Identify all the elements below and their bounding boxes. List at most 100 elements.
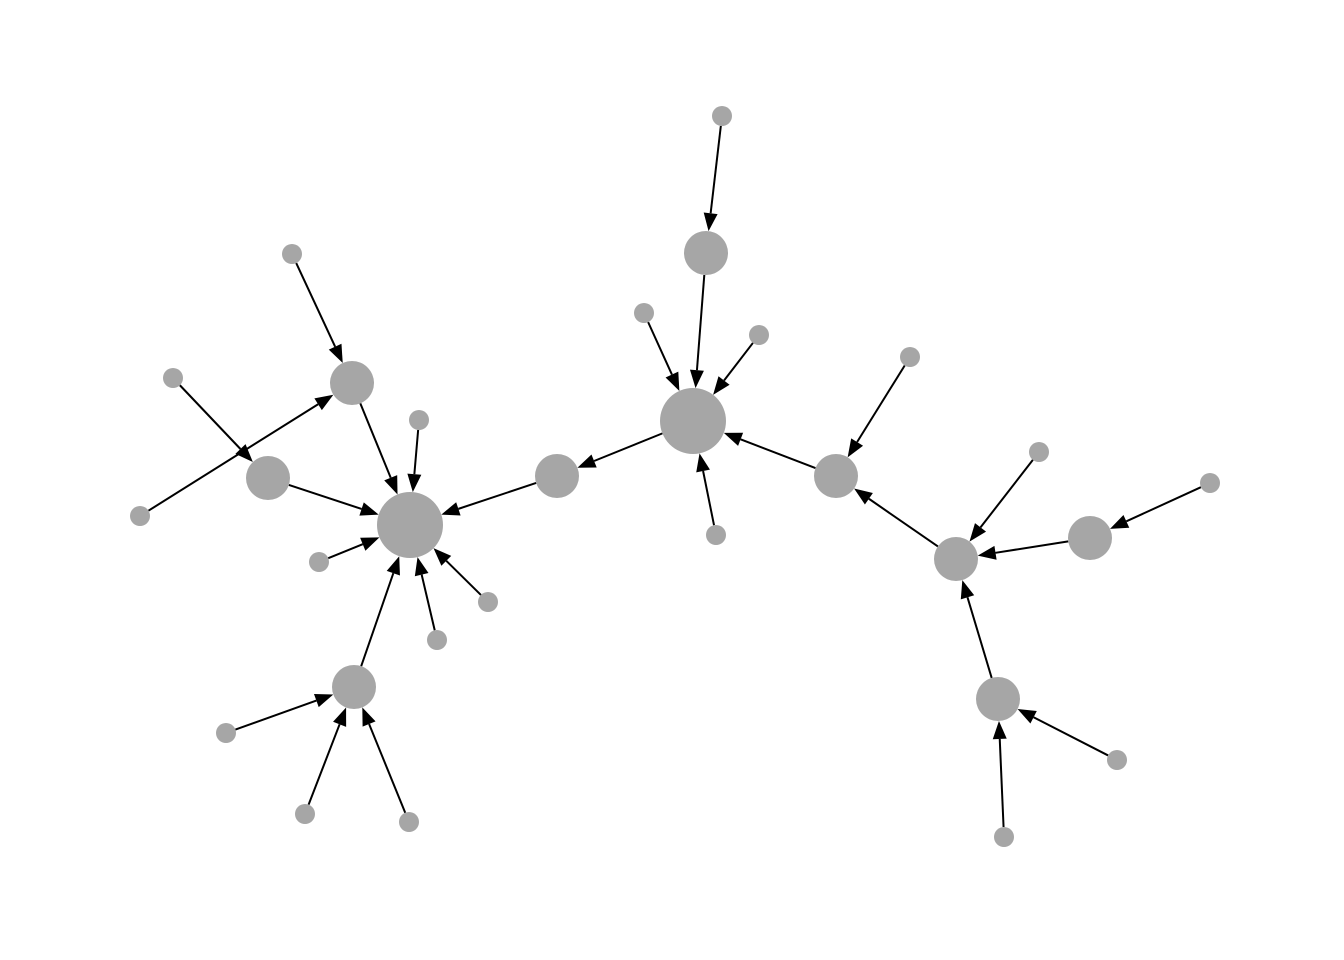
edge-line bbox=[445, 560, 482, 596]
arrow-head bbox=[235, 444, 253, 463]
edge-n9-to-n0 bbox=[407, 429, 422, 493]
arrow-head bbox=[1017, 709, 1037, 724]
edge-line bbox=[359, 402, 392, 479]
graph-node-n4 bbox=[332, 665, 376, 709]
graph-node-n0 bbox=[377, 492, 443, 558]
edge-n19-to-n15 bbox=[703, 125, 722, 232]
arrow-head bbox=[960, 580, 975, 600]
nodes-layer bbox=[130, 106, 1220, 847]
arrow-head bbox=[847, 438, 864, 458]
arrow-head bbox=[384, 475, 398, 495]
arrow-head bbox=[333, 707, 347, 727]
edge-n4-to-n0 bbox=[360, 556, 400, 667]
arrow-head bbox=[314, 394, 334, 411]
arrow-head bbox=[360, 537, 380, 551]
arrow-head bbox=[703, 212, 718, 232]
arrow-head bbox=[689, 369, 704, 389]
graph-node-n3 bbox=[535, 454, 579, 498]
arrow-head bbox=[665, 371, 680, 391]
edge-n20-to-n14 bbox=[723, 432, 816, 470]
edge-line bbox=[420, 574, 436, 631]
edge-n15-to-n14 bbox=[689, 274, 706, 389]
edge-line bbox=[966, 597, 993, 679]
graph-node-n26 bbox=[976, 677, 1020, 721]
graph-node-n25 bbox=[1200, 473, 1220, 493]
graph-node-n27 bbox=[1107, 750, 1127, 770]
graph-node-n7 bbox=[282, 244, 302, 264]
edge-n24-to-n22 bbox=[977, 540, 1069, 560]
graph-node-n22 bbox=[934, 537, 978, 581]
edge-n13-to-n4 bbox=[307, 707, 347, 806]
graph-node-n2 bbox=[330, 361, 374, 405]
edge-line bbox=[695, 274, 706, 371]
edge-n27-to-n26 bbox=[1017, 709, 1109, 757]
edge-n5-to-n1 bbox=[179, 384, 253, 463]
arrow-head bbox=[433, 548, 452, 566]
graph-node-n1 bbox=[246, 456, 290, 500]
edge-n22-to-n20 bbox=[854, 488, 939, 548]
graph-node-n15 bbox=[684, 231, 728, 275]
edge-line bbox=[593, 432, 663, 462]
edge-line bbox=[723, 342, 754, 382]
edge-line bbox=[998, 738, 1005, 828]
edge-n26-to-n22 bbox=[960, 580, 993, 679]
graph-node-n23 bbox=[1029, 442, 1049, 462]
arrow-head bbox=[414, 557, 429, 577]
arrow-head bbox=[723, 432, 744, 446]
graph-node-n4b bbox=[399, 812, 419, 832]
graph-node-n18 bbox=[706, 525, 726, 545]
edge-line bbox=[179, 384, 242, 450]
edge-line bbox=[295, 262, 337, 348]
edge-line bbox=[307, 723, 341, 806]
graph-node-n21 bbox=[900, 347, 920, 367]
graph-node-n10 bbox=[309, 552, 329, 572]
edge-line bbox=[740, 438, 816, 470]
edge-line bbox=[1125, 486, 1202, 523]
edge-n28-to-n26 bbox=[992, 720, 1007, 828]
edge-n17-to-n14 bbox=[713, 342, 754, 395]
arrow-head bbox=[407, 473, 422, 493]
arrow-head bbox=[386, 556, 400, 576]
edge-n25-to-n24 bbox=[1109, 486, 1202, 529]
edge-line bbox=[327, 543, 364, 560]
arrow-head bbox=[854, 488, 873, 505]
arrow-head bbox=[977, 545, 997, 560]
edge-n18-to-n14 bbox=[696, 453, 716, 526]
edge-line bbox=[147, 403, 319, 512]
graph-node-n14 bbox=[660, 388, 726, 454]
edge-line bbox=[288, 483, 362, 510]
edge-n14-to-n3 bbox=[577, 432, 663, 468]
arrow-head bbox=[992, 720, 1007, 740]
graph-node-n28 bbox=[994, 827, 1014, 847]
edge-n12-to-n0 bbox=[414, 557, 436, 631]
edge-n4b-to-n4 bbox=[362, 707, 407, 814]
edge-line bbox=[995, 540, 1069, 554]
graph-node-n6 bbox=[130, 506, 150, 526]
edge-n7-to-n2 bbox=[295, 262, 343, 364]
graph-node-n9 bbox=[409, 410, 429, 430]
arrow-head bbox=[577, 454, 597, 468]
edge-line bbox=[647, 321, 673, 375]
edge-line bbox=[368, 723, 407, 814]
edge-line bbox=[458, 482, 537, 510]
graph-node-n20 bbox=[814, 454, 858, 498]
edge-n21-to-n20 bbox=[847, 364, 906, 458]
edges-layer bbox=[147, 125, 1202, 828]
edge-n23-to-n22 bbox=[969, 459, 1034, 542]
graph-node-n13 bbox=[295, 804, 315, 824]
edge-n1-to-n0 bbox=[288, 483, 379, 516]
edge-n6-to-n2 bbox=[147, 394, 334, 512]
arrow-head bbox=[713, 376, 730, 395]
graph-node-n17 bbox=[749, 325, 769, 345]
edge-n10-to-n0 bbox=[327, 537, 380, 560]
edge-line bbox=[235, 699, 317, 731]
graph-node-n5 bbox=[163, 368, 183, 388]
graph-node-n8 bbox=[216, 723, 236, 743]
edge-line bbox=[709, 125, 722, 214]
arrow-head bbox=[359, 502, 379, 516]
graph-node-n12 bbox=[427, 630, 447, 650]
graph-node-n11 bbox=[478, 592, 498, 612]
arrow-head bbox=[969, 523, 987, 542]
edge-n2-to-n0 bbox=[359, 402, 398, 495]
